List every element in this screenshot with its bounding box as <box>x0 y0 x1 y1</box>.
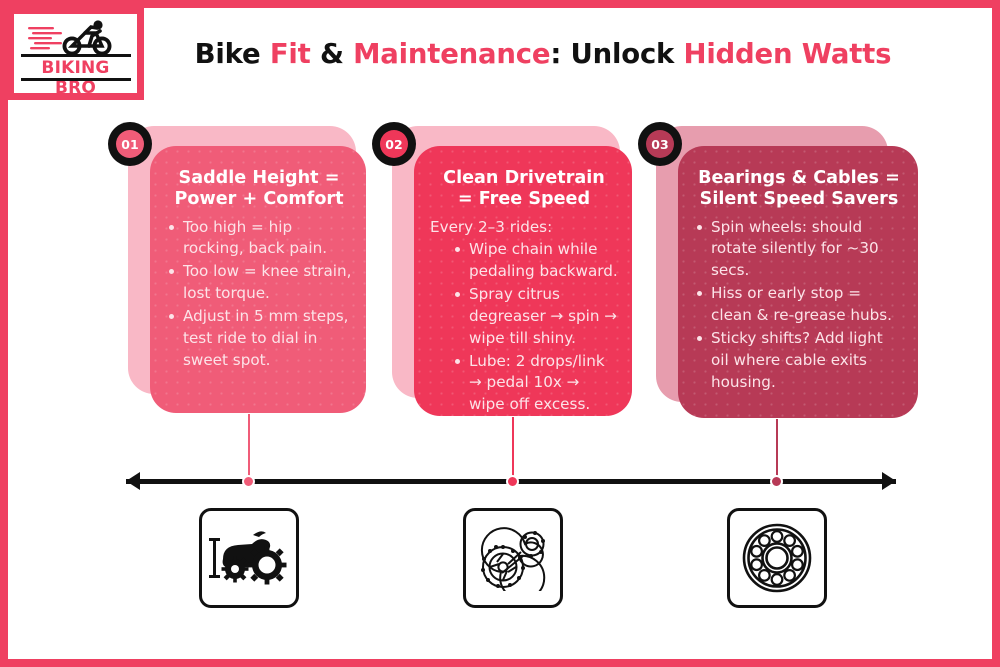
card-1-number-badge: 01 <box>108 122 152 166</box>
logo-wordmark: BIKING BRO <box>41 57 110 98</box>
list-item: Lube: 2 drops/link → pedal 10x → wipe of… <box>452 351 618 417</box>
card-3-title: Bearings & Cables = Silent Speed Savers <box>698 168 900 209</box>
logo-inner: BIKING BRO <box>20 18 132 98</box>
card-3-bullets: Spin wheels: should rotate silently for … <box>694 217 904 394</box>
icon-box-3 <box>727 508 827 608</box>
list-item: Adjust in 5 mm steps, test ride to dial … <box>166 306 352 372</box>
title-segment: Fit <box>269 38 311 70</box>
card-3-number: 03 <box>646 130 674 158</box>
list-item: Hiss or early stop = clean & re-grease h… <box>694 283 904 327</box>
timeline-arrow-right-icon <box>882 472 896 490</box>
list-item: Wipe chain while pedaling backward. <box>452 239 618 283</box>
page-title: Bike Fit & Maintenance: Unlock Hidden Wa… <box>153 38 933 70</box>
list-item: Too low = knee strain, lost torque. <box>166 261 352 305</box>
list-item: Sticky shifts? Add light oil where cable… <box>694 328 904 394</box>
card-2-intro: Every 2–3 rides: <box>430 217 553 236</box>
card-1-title: Saddle Height = Power + Comfort <box>174 168 344 209</box>
timeline-marker-2[interactable] <box>506 475 519 488</box>
logo-divider-bottom <box>20 77 131 81</box>
icon-box-2 <box>463 508 563 608</box>
title-segment: Bike <box>194 38 270 70</box>
card-3: Bearings & Cables = Silent Speed Savers … <box>678 146 918 418</box>
icon-box-1 <box>199 508 299 608</box>
card-1-bullets: Too high = hip rocking, back pain. Too l… <box>166 217 352 372</box>
logo-divider-top <box>20 53 131 57</box>
list-item: Spin wheels: should rotate silently for … <box>694 217 904 283</box>
title-segment: Hidden Watts <box>683 38 892 70</box>
card-2: Clean Drivetrain = Free Speed Every 2–3 … <box>414 146 632 416</box>
card-2-number-badge: 02 <box>372 122 416 166</box>
card-1-number: 01 <box>116 130 144 158</box>
cyclist-speed-icon <box>27 19 111 55</box>
card-3-number-badge: 03 <box>638 122 682 166</box>
card-2-number: 02 <box>380 130 408 158</box>
timeline-marker-3[interactable] <box>770 475 783 488</box>
connector-line-2 <box>512 417 514 480</box>
list-item: Too high = hip rocking, back pain. <box>166 217 352 261</box>
title-segment: Maintenance <box>353 38 551 70</box>
card-2-bullets: Wipe chain while pedaling backward. Spra… <box>452 239 618 416</box>
card-2-title: Clean Drivetrain = Free Speed <box>443 168 605 209</box>
chain-drivetrain-icon <box>480 527 546 591</box>
title-segment: & <box>310 38 354 70</box>
ball-bearing-icon <box>742 523 812 593</box>
list-item: Spray citrus degreaser → spin → wipe til… <box>452 284 618 350</box>
timeline-arrow-left-icon <box>126 472 140 490</box>
bike-saddle-height-icon <box>209 531 287 585</box>
connector-line-3 <box>776 419 778 480</box>
title-segment: : Unlock <box>550 38 684 70</box>
connector-line-1 <box>248 414 250 480</box>
brand-logo: BIKING BRO <box>8 8 144 100</box>
card-1: Saddle Height = Power + Comfort Too high… <box>150 146 366 413</box>
timeline-marker-1[interactable] <box>242 475 255 488</box>
